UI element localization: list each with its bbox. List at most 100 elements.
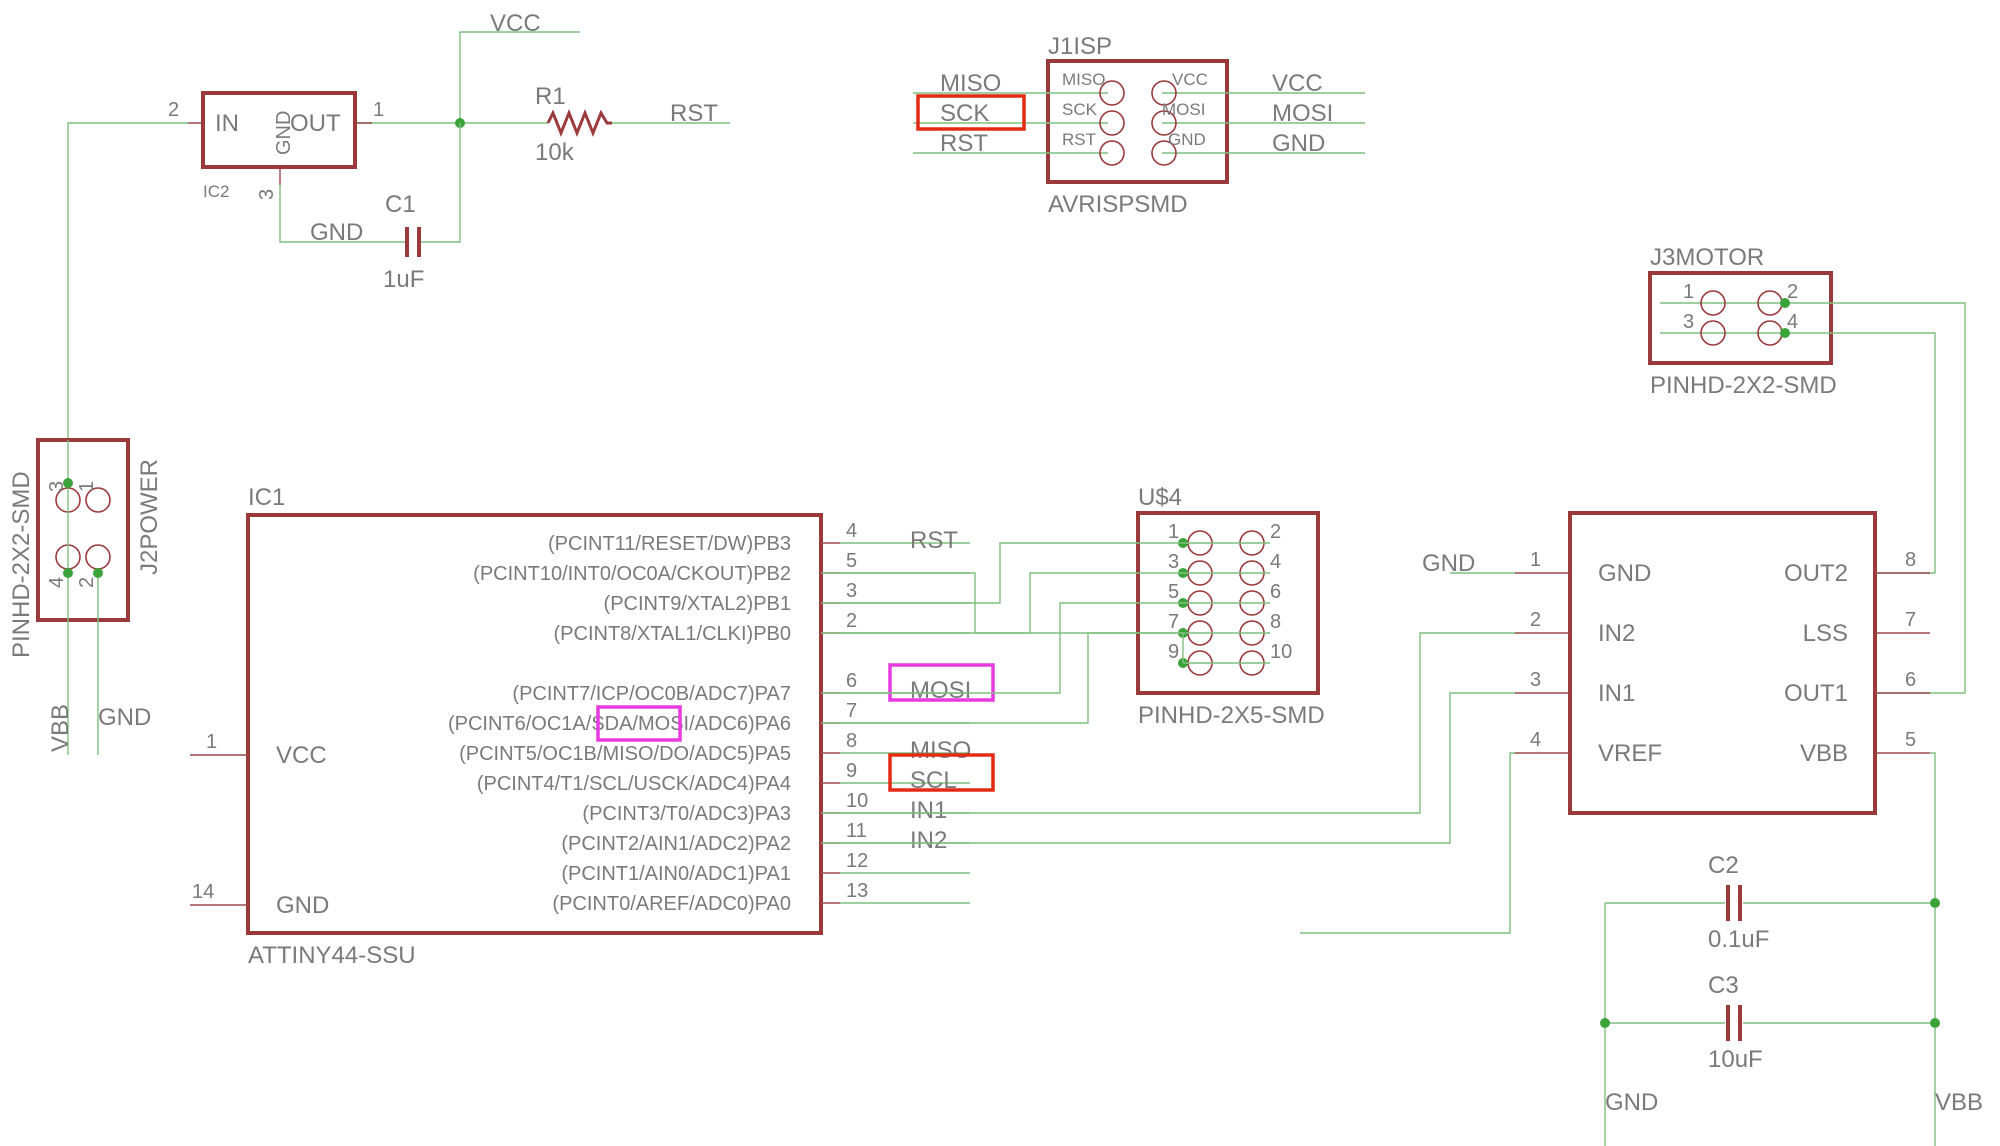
c3-name: C3 [1708,972,1739,999]
driver-right-label: LSS [1803,620,1848,647]
caps-gnd-net: GND [1605,1089,1658,1116]
j2power-package: PINHD-2X2-SMD [8,471,35,658]
ic1-pin-label: (PCINT7/ICP/OC0B/ADC7)PA7 [512,683,791,705]
ic1-pin-number: 13 [846,880,868,902]
j1isp-package: AVRISPSMD [1048,191,1188,218]
ic1-pin-number: 8 [846,730,857,752]
u4-pin-left: 7 [1168,611,1179,633]
ic2-in-label: IN [215,110,239,137]
j2power-vbb-net: VBB [47,704,74,752]
ic1-pin-number: 4 [846,520,857,542]
j2power-pad [85,544,111,570]
j1isp-pad [1099,80,1125,106]
rst-net-label: RST [670,100,718,127]
c2-name: C2 [1708,852,1739,879]
ic1-pin-label: (PCINT9/XTAL2)PB1 [604,593,791,615]
u4-pin-left: 1 [1168,521,1179,543]
ic2-name: IC2 [203,182,229,201]
driver-right-pin: 6 [1905,669,1916,691]
ic1-pin-number: 9 [846,760,857,782]
j1isp-pad [1099,110,1125,136]
j2power-junction [93,568,103,578]
ic1-pin-label: (PCINT1/AIN0/ADC1)PA1 [561,863,791,885]
c1-gnd-net: GND [310,219,363,246]
j1isp-name: J1ISP [1048,33,1112,60]
j1isp-body [1046,59,1229,184]
j3motor-pin-2: 2 [1787,281,1798,303]
driver-left-pin: 2 [1530,609,1541,631]
driver-right-pin: 8 [1905,549,1916,571]
ic1-pin-number: 6 [846,670,857,692]
ic1-pin-number: 12 [846,850,868,872]
u4-package: PINHD-2X5-SMD [1138,702,1325,729]
ic1-pin-label: (PCINT5/OC1B/MISO/DO/ADC5)PA5 [459,743,791,765]
j2power-junction [63,568,73,578]
ic1-vcc-label: VCC [276,742,327,769]
j1isp-pin-right: MOSI [1162,100,1205,119]
u4-pin-right: 4 [1270,551,1281,573]
ic1-package: ATTINY44-SSU [248,942,416,969]
ic1-name: IC1 [248,484,285,511]
ic1-pin-number: 2 [846,610,857,632]
j2power-junction [63,478,73,488]
driver-right-label: VBB [1800,740,1848,767]
ic1-vcc-pin: 1 [206,731,217,753]
caps-vbb-net: VBB [1935,1089,1983,1116]
c2-junction [1930,898,1940,908]
j3motor-connector: J3MOTOR PINHD-2X2-SMD 1 2 3 4 [1648,244,1966,694]
j2power-pin-4: 4 [46,577,68,588]
c1-name: C1 [385,191,416,218]
j1isp-pad [1151,140,1177,166]
j3motor-name: J3MOTOR [1650,244,1764,271]
j2power-gnd-net: GND [98,704,151,731]
j2power-connector: PINHD-2X2-SMD J2POWER 3 1 4 2 VBB GND [8,438,163,755]
j1isp-net-right: VCC [1272,70,1323,97]
ic1-attiny44: IC1 ATTINY44-SSU VCC GND 1 14 (PCINT11/R… [190,484,995,969]
ic1-pin-net: IN1 [910,797,947,824]
u4-wire-pb2 [821,542,1183,604]
ic1-gnd-label: GND [276,892,329,919]
gnd-junction [1600,1018,1610,1028]
driver-right-pin: 7 [1905,609,1916,631]
c1-vcc-wire [421,123,461,243]
u4-pin-right: 2 [1270,521,1281,543]
c1-gnd-wire [279,185,405,243]
driver-body [1568,511,1877,815]
ic1-pin-net: MISO [910,737,971,764]
driver-right-label: OUT1 [1784,680,1848,707]
j2power-pad [85,487,111,513]
j1isp-net-right: GND [1272,130,1325,157]
ic2-pin-in: 2 [168,99,179,121]
j3motor-pin-4: 4 [1787,311,1798,333]
driver-left-pin: 1 [1530,549,1541,571]
ic1-pin-number: 5 [846,550,857,572]
ic1-pin-label: (PCINT2/AIN1/ADC2)PA2 [561,833,791,855]
driver-right-label: OUT2 [1784,560,1848,587]
driver-gnd-net: GND [1422,550,1475,577]
ic1-pin-number: 7 [846,700,857,722]
j1isp-pin-left: MISO [1062,70,1105,89]
u4-pin-right: 6 [1270,581,1281,603]
j3motor-pad [1700,320,1726,346]
u4-name: U$4 [1138,484,1182,511]
r1-value: 10k [535,139,575,166]
j3motor-body [1648,271,1833,365]
j1isp-pad [1151,80,1177,106]
bulk-capacitors: C2 0.1uF C3 10uF GND VBB [1600,752,1983,1146]
j3motor-junction [1780,328,1790,338]
in2-wire [821,692,1515,844]
ic1-pin-number: 3 [846,580,857,602]
ic1-pin-label: (PCINT6/OC1A/SDA/MOSI/ADC6)PA6 [448,713,791,735]
u4-pin-left: 9 [1168,641,1179,663]
j2power-name: J2POWER [136,459,163,575]
u4-wire-pa7 [821,602,1183,694]
j1isp-pin-right: GND [1168,130,1206,149]
j3motor-junction [1780,298,1790,308]
ic1-pin-number: 10 [846,790,868,812]
